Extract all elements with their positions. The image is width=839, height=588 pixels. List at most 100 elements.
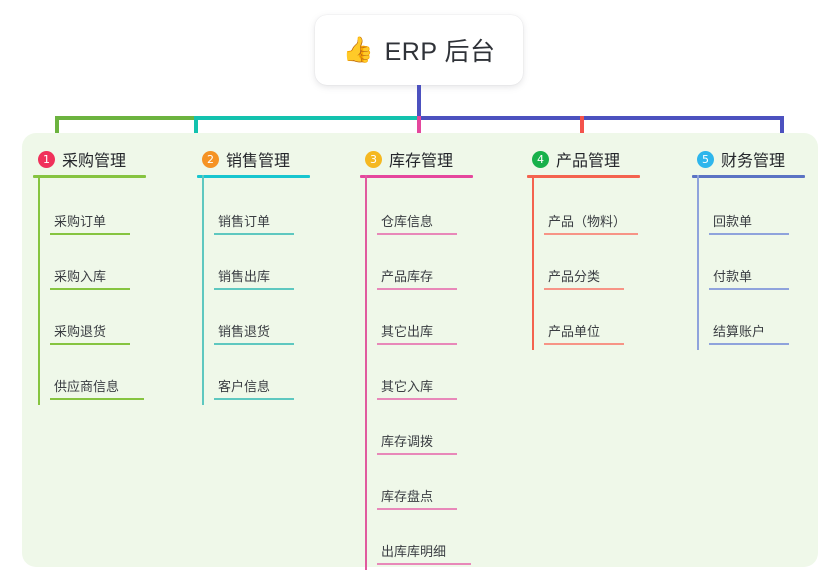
list-item[interactable]: 产品分类 bbox=[527, 240, 691, 295]
leaf-connector bbox=[202, 350, 204, 405]
column-库存管理: 3 库存管理仓库信息产品库存其它出库其它入库库存调拨库存盘点出库库明细 bbox=[360, 143, 524, 570]
leaf-connector bbox=[697, 175, 699, 240]
leaf-label: 仓库信息 bbox=[381, 214, 434, 229]
leaf-list: 采购订单采购入库采购退货供应商信息 bbox=[33, 175, 197, 405]
leaf-underline bbox=[214, 233, 294, 235]
leaf-connector bbox=[365, 175, 367, 240]
leaf-label: 销售退货 bbox=[218, 324, 271, 339]
leaf-underline bbox=[709, 288, 789, 290]
leaf-connector bbox=[365, 405, 367, 460]
leaf-underline bbox=[709, 343, 789, 345]
list-item[interactable]: 采购订单 bbox=[33, 175, 197, 240]
column-badge-4: 4 bbox=[532, 150, 549, 168]
leaf-underline bbox=[377, 343, 457, 345]
list-item[interactable]: 销售订单 bbox=[197, 175, 361, 240]
list-item[interactable]: 其它出库 bbox=[360, 295, 524, 350]
list-item[interactable]: 供应商信息 bbox=[33, 350, 197, 405]
leaf-connector bbox=[697, 295, 699, 350]
leaf-connector bbox=[365, 460, 367, 515]
column-underline bbox=[692, 175, 805, 178]
list-item[interactable]: 付款单 bbox=[692, 240, 839, 295]
leaf-connector bbox=[365, 350, 367, 405]
leaf-label: 客户信息 bbox=[218, 379, 271, 394]
leaf-label: 回款单 bbox=[713, 214, 753, 229]
column-title: 库存管理 bbox=[389, 153, 454, 170]
leaf-connector bbox=[202, 240, 204, 295]
leaf-label: 销售订单 bbox=[218, 214, 271, 229]
leaf-connector bbox=[38, 350, 40, 405]
column-title: 产品管理 bbox=[556, 153, 621, 170]
leaf-underline bbox=[377, 288, 457, 290]
list-item[interactable]: 采购入库 bbox=[33, 240, 197, 295]
leaf-underline bbox=[50, 343, 130, 345]
column-title: 采购管理 bbox=[62, 153, 127, 170]
column-underline bbox=[527, 175, 640, 178]
leaf-underline bbox=[214, 343, 294, 345]
leaf-label: 结算账户 bbox=[713, 324, 766, 339]
column-title: 销售管理 bbox=[226, 153, 291, 170]
list-item[interactable]: 出库库明细 bbox=[360, 515, 524, 570]
leaf-label: 销售出库 bbox=[218, 269, 271, 284]
list-item[interactable]: 其它入库 bbox=[360, 350, 524, 405]
column-badge-3: 3 bbox=[365, 150, 382, 168]
leaf-label: 付款单 bbox=[713, 269, 753, 284]
list-item[interactable]: 销售出库 bbox=[197, 240, 361, 295]
column-underline bbox=[197, 175, 310, 178]
list-item[interactable]: 结算账户 bbox=[692, 295, 839, 350]
list-item[interactable]: 库存盘点 bbox=[360, 460, 524, 515]
column-header-采购管理[interactable]: 1 采购管理 bbox=[33, 143, 197, 178]
leaf-list: 销售订单销售出库销售退货客户信息 bbox=[197, 175, 361, 405]
leaf-label: 产品分类 bbox=[548, 269, 601, 284]
leaf-label: 库存盘点 bbox=[381, 489, 434, 504]
thumbs-up-icon: 👍 bbox=[342, 35, 374, 64]
leaf-connector bbox=[38, 175, 40, 240]
list-item[interactable]: 仓库信息 bbox=[360, 175, 524, 240]
root-node-card[interactable]: 👍 ERP 后台 bbox=[315, 15, 523, 85]
column-header-产品管理[interactable]: 4 产品管理 bbox=[527, 143, 691, 178]
leaf-underline bbox=[214, 288, 294, 290]
list-item[interactable]: 产品（物料） bbox=[527, 175, 691, 240]
leaf-label: 采购退货 bbox=[54, 324, 107, 339]
leaf-connector bbox=[202, 295, 204, 350]
leaf-label: 库存调拨 bbox=[381, 434, 434, 449]
leaf-list: 产品（物料） 产品分类产品单位 bbox=[527, 175, 691, 350]
leaf-underline bbox=[709, 233, 789, 235]
leaf-connector bbox=[697, 240, 699, 295]
list-item[interactable]: 回款单 bbox=[692, 175, 839, 240]
list-item[interactable]: 采购退货 bbox=[33, 295, 197, 350]
list-item[interactable]: 库存调拨 bbox=[360, 405, 524, 460]
column-badge-1: 1 bbox=[38, 150, 55, 168]
leaf-underline bbox=[544, 233, 638, 235]
leaf-underline bbox=[377, 453, 457, 455]
list-item[interactable]: 产品库存 bbox=[360, 240, 524, 295]
leaf-label: 采购订单 bbox=[54, 214, 107, 229]
root-node-title: ERP 后台 bbox=[384, 38, 496, 66]
leaf-connector bbox=[532, 295, 534, 350]
leaf-label: 采购入库 bbox=[54, 269, 107, 284]
list-item[interactable]: 客户信息 bbox=[197, 350, 361, 405]
leaf-underline bbox=[544, 288, 624, 290]
leaf-connector bbox=[38, 295, 40, 350]
leaf-label: 出库库明细 bbox=[381, 544, 447, 559]
column-产品管理: 4 产品管理产品（物料） 产品分类产品单位 bbox=[527, 143, 691, 350]
leaf-underline bbox=[544, 343, 624, 345]
column-badge-5: 5 bbox=[697, 150, 714, 168]
leaf-connector bbox=[38, 240, 40, 295]
column-header-库存管理[interactable]: 3 库存管理 bbox=[360, 143, 524, 178]
list-item[interactable]: 销售退货 bbox=[197, 295, 361, 350]
root-node-content: 👍 ERP 后台 bbox=[342, 32, 495, 68]
list-item[interactable]: 产品单位 bbox=[527, 295, 691, 350]
leaf-label: 产品（物料） bbox=[548, 214, 627, 229]
leaf-connector bbox=[365, 295, 367, 350]
leaf-connector bbox=[202, 175, 204, 240]
leaf-list: 仓库信息产品库存其它出库其它入库库存调拨库存盘点出库库明细 bbox=[360, 175, 524, 570]
leaf-list: 回款单付款单结算账户 bbox=[692, 175, 839, 350]
column-underline bbox=[360, 175, 473, 178]
leaf-underline bbox=[50, 233, 130, 235]
